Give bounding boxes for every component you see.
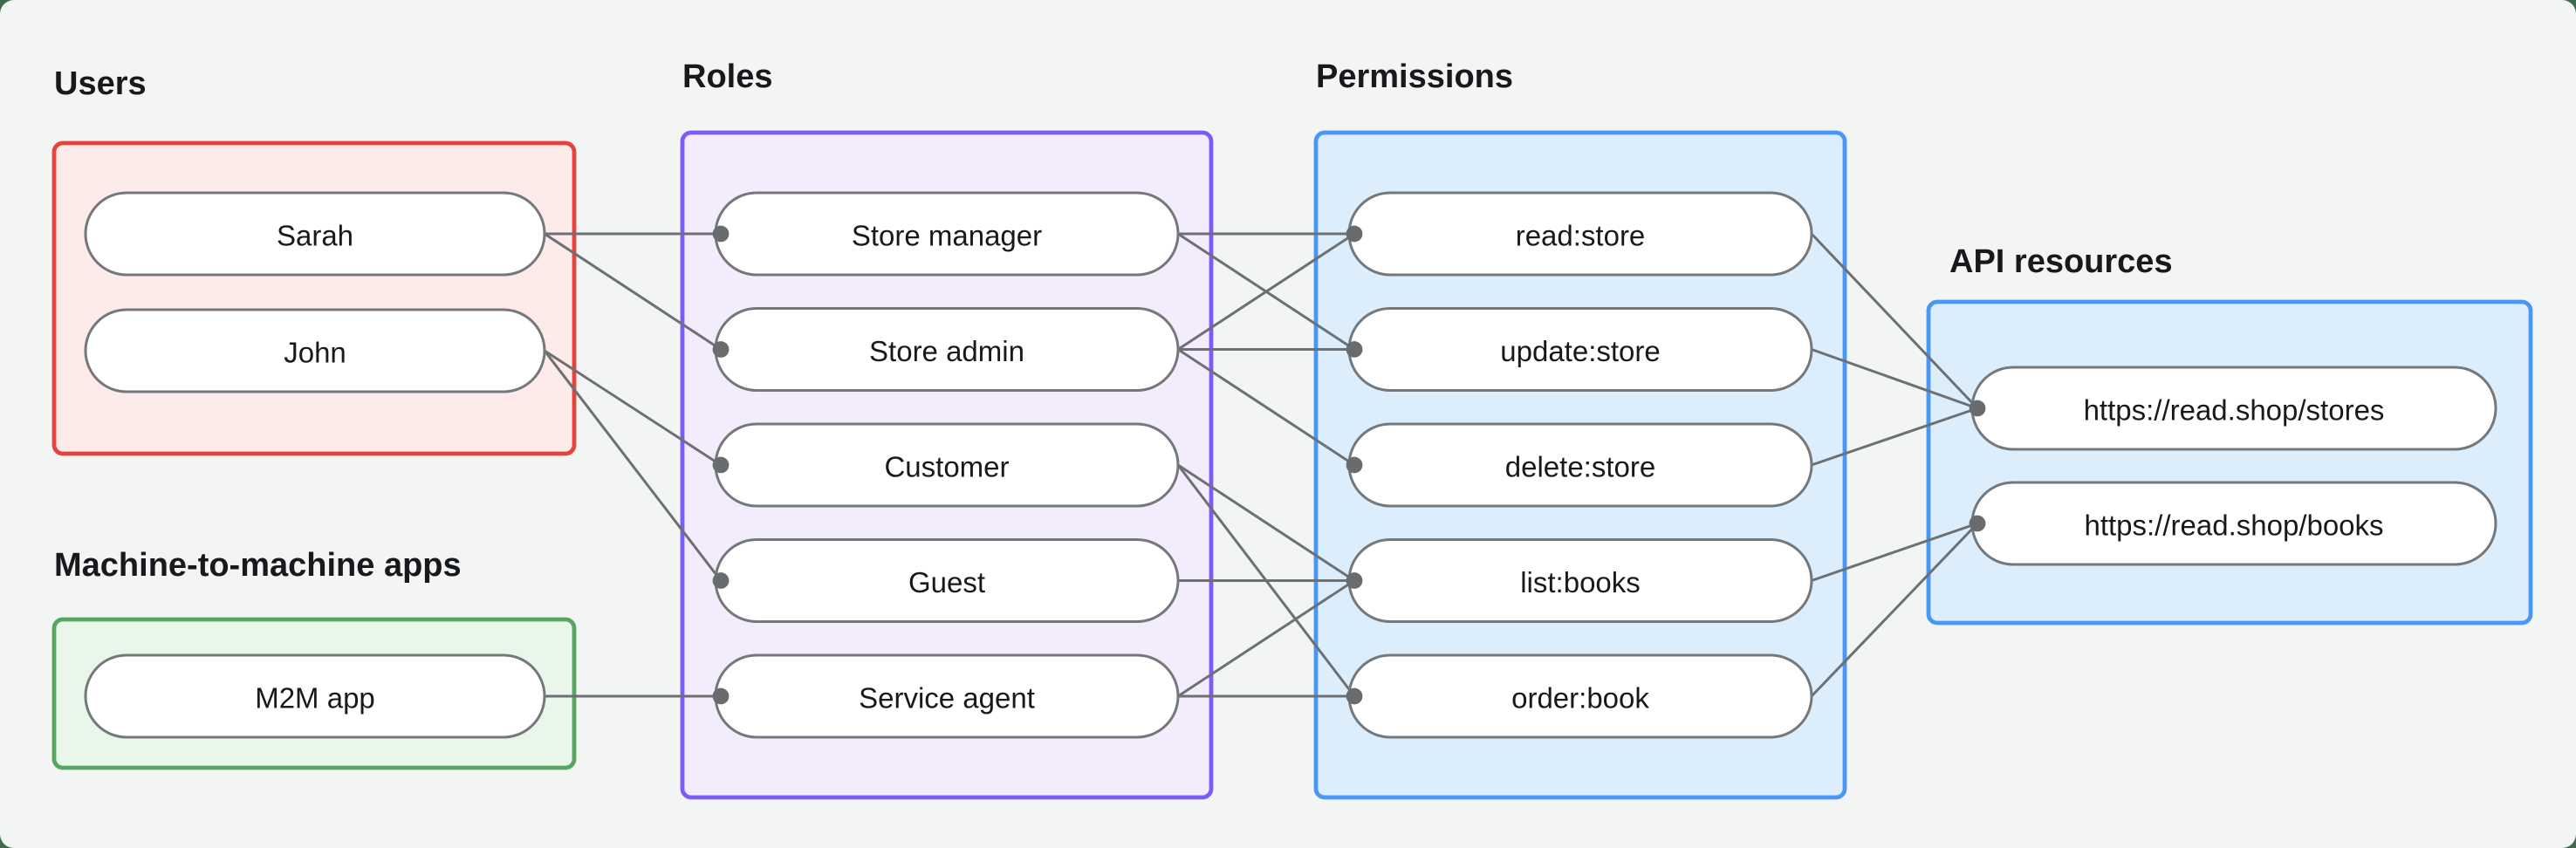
node-label: order:book [1511,682,1649,715]
node-books-api: https://read.shop/books [1970,481,2497,566]
node-customer: Customer [714,422,1180,508]
node-service-agent: Service agent [714,653,1180,739]
node-pill [84,653,546,739]
edge-sarah-to-store_admin [544,232,722,351]
connection-dot-stores_api [1969,400,1986,417]
node-label: list:books [1520,566,1641,598]
node-update-store: update:store [1347,307,1813,392]
node-label: update:store [1500,335,1660,367]
node-label: delete:store [1505,451,1655,483]
edge-john-to-guest [543,350,723,582]
edge-john-to-customer [544,349,722,467]
node-label: https://read.shop/books [2084,509,2383,542]
connection-dot-store_manager [712,225,730,243]
api-resources-group-label: API resources [1949,243,2173,280]
connection-dot-guest [712,572,730,589]
connection-dot-delete_store [1346,456,1363,474]
edge-read_store-to-stores_api [1810,232,1979,410]
node-label: Customer [884,451,1009,483]
m2m-apps-group-label: Machine-to-machine apps [54,547,462,584]
node-label: Store admin [869,335,1024,367]
edge-list_books-to-books_api [1811,522,1978,582]
edge-update_store-to-stores_api [1811,348,1978,410]
node-pill [84,308,546,393]
node-delete-store: delete:store [1347,422,1813,508]
edge-customer-to-list_books [1177,463,1355,582]
node-label: https://read.shop/stores [2084,394,2385,427]
connection-dot-books_api [1969,515,1986,532]
node-stores-api: https://read.shop/stores [1970,366,2497,451]
node-label: Service agent [859,682,1035,715]
node-read-store: read:store [1347,191,1813,277]
edge-order_book-to-books_api [1810,522,1979,698]
node-john: John [84,308,546,393]
permissions-group-label: Permissions [1316,58,1513,95]
connection-dot-service_agent [712,687,730,705]
node-list-books: list:books [1347,538,1813,623]
edge-store_admin-to-read_store [1177,232,1355,351]
node-store-admin: Store admin [714,307,1180,392]
node-m2m-app: M2M app [84,653,546,739]
node-label: M2M app [255,682,375,715]
edge-delete_store-to-stores_api [1811,407,1978,467]
connection-dot-customer [712,456,730,474]
dots-layer [712,225,1986,705]
users-group-box [51,140,577,456]
node-order-book: order:book [1347,653,1813,739]
edge-store_admin-to-delete_store [1177,348,1355,467]
api-resources-group-box [1926,299,2533,626]
connection-dot-store_admin [712,341,730,358]
node-label: Guest [908,566,985,598]
node-label: read:store [1516,220,1646,252]
node-label: Sarah [277,220,353,252]
node-store-manager: Store manager [714,191,1180,277]
edge-service_agent-to-list_books [1177,579,1355,698]
edges-layer [543,232,1979,698]
connection-dot-read_store [1346,225,1363,243]
node-guest: Guest [714,538,1180,623]
connection-dot-update_store [1346,341,1363,358]
users-group-label: Users [54,65,147,102]
node-sarah: Sarah [84,191,546,277]
connection-dot-list_books [1346,572,1363,589]
roles-group-label: Roles [682,58,772,95]
node-pill [84,191,546,277]
connection-dot-order_book [1346,687,1363,705]
node-label: Store manager [852,220,1042,252]
node-label: John [284,337,346,369]
